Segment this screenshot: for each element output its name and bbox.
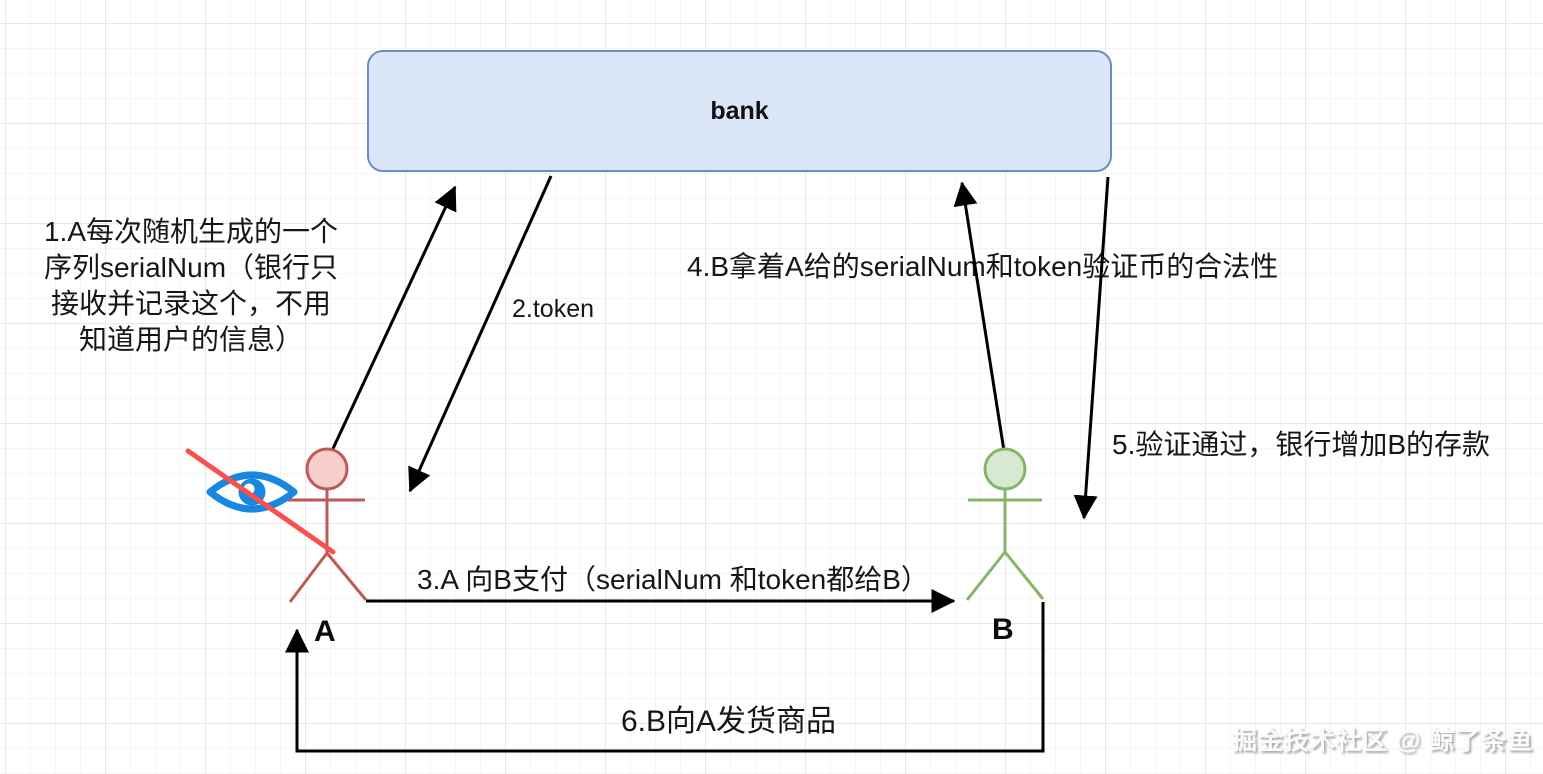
label-step5-deposit: 5.验证通过，银行增加B的存款: [1112, 429, 1491, 460]
connector-token-bank-to-a: [408, 175, 553, 493]
note-serialnum: 1.A每次随机生成的一个 序列serialNum（银行只 接收并记录这个，不用 …: [43, 216, 339, 355]
bank-label: bank: [710, 96, 769, 125]
label-actor-b: B: [992, 613, 1014, 646]
connector-verify-b-to-bank: [953, 181, 1006, 452]
bank-node: bank: [367, 50, 1112, 172]
label-step6-ship: 6.B向A发货商品: [621, 705, 837, 738]
label-step4-verify: 4.B拿着A给的serialNum和token验证币的合法性: [687, 251, 1279, 282]
actor-b-figure: [965, 447, 1045, 601]
actor-a-figure: [288, 447, 368, 603]
connector-deposit-bank-to-b: [1073, 176, 1110, 520]
watermark: 掘金技术社区 @ 鲸了条鱼: [1232, 727, 1534, 755]
eye-crossed-icon: [185, 448, 336, 555]
label-token: 2.token: [512, 295, 595, 323]
label-actor-a: A: [314, 615, 336, 648]
label-step3-pay: 3.A 向B支付（serialNum 和token都给B）: [417, 564, 929, 595]
